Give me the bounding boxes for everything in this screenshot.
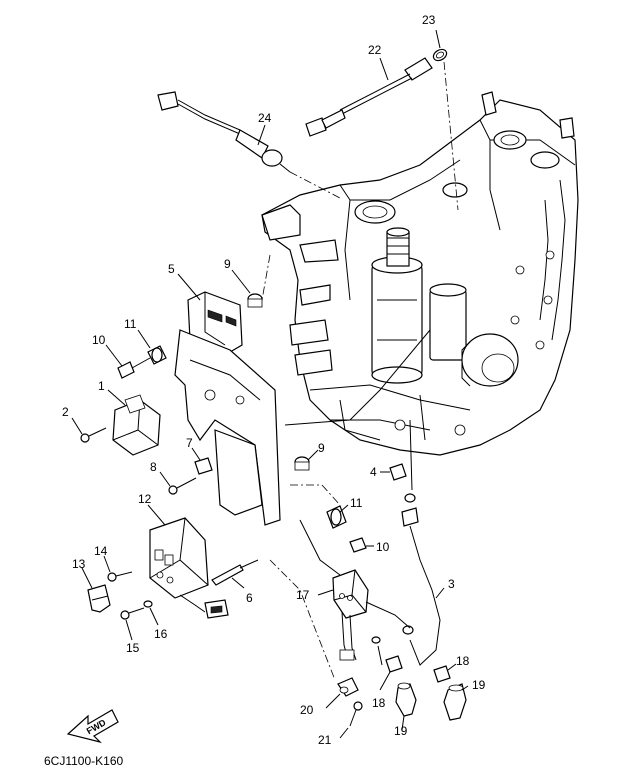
callout-11-lower: 11 <box>350 496 363 510</box>
callout-9-upper: 9 <box>224 257 231 271</box>
callout-24: 24 <box>258 111 272 125</box>
engine-block <box>261 91 579 456</box>
part-15-bolt <box>120 607 145 641</box>
callout-16: 16 <box>154 627 168 641</box>
diagram-code: 6CJ1100-K160 <box>44 754 123 768</box>
leader-22-23 <box>443 61 459 211</box>
part-9-collar-lower <box>294 449 319 471</box>
callout-4: 4 <box>370 465 377 479</box>
part-2-screw <box>71 417 107 443</box>
callout-19-right: 19 <box>472 678 486 692</box>
part-20-clamp <box>325 677 359 709</box>
callout-23: 23 <box>422 13 436 27</box>
callout-18-left: 18 <box>372 696 386 710</box>
callout-20: 20 <box>300 703 314 717</box>
callout-1: 1 <box>98 379 105 393</box>
leader-bracket-lower <box>290 484 341 506</box>
fwd-arrow-icon: FWD <box>66 709 119 744</box>
part-21-screw <box>339 701 363 739</box>
callouts: 1 2 3 4 5 6 7 8 9 9 10 10 11 11 12 13 14… <box>62 13 486 747</box>
part-3-ground-lead <box>401 493 445 666</box>
part-9-collar-upper <box>231 269 263 308</box>
part-23-o-ring <box>432 29 448 62</box>
callout-17: 17 <box>296 588 310 602</box>
callout-11-upper: 11 <box>124 317 137 331</box>
part-1-relay <box>107 389 161 456</box>
leader-rectifier <box>269 559 336 681</box>
part-18-bolt-b <box>379 655 403 691</box>
part-12-cdi-unit <box>147 504 229 619</box>
part-10-bolt-upper <box>105 344 151 379</box>
leader-ground <box>409 419 413 491</box>
leader-rectifier-line <box>299 519 341 576</box>
leader-sensor-line <box>284 329 431 426</box>
callout-14: 14 <box>94 544 108 558</box>
callout-2: 2 <box>62 405 69 419</box>
part-8-screw <box>159 471 197 495</box>
part-14-screw <box>103 555 133 582</box>
part-13-cap <box>81 567 111 613</box>
bracket-assembly <box>174 329 281 526</box>
part-11-grommet-upper <box>137 329 167 365</box>
part-24-sensor-lead <box>157 91 341 199</box>
part-4-bolt <box>380 463 407 481</box>
callout-10-upper: 10 <box>92 333 106 347</box>
callout-15: 15 <box>126 641 140 655</box>
part-17-washer-bolt <box>371 636 383 666</box>
part-19-cap-a <box>395 682 417 731</box>
callout-6: 6 <box>246 591 253 605</box>
callout-19-left: 19 <box>394 724 408 738</box>
callout-9-lower: 9 <box>318 441 325 455</box>
part-22-thermo-sensor <box>305 57 433 137</box>
callout-21: 21 <box>318 733 332 747</box>
callout-18-right: 18 <box>456 654 470 668</box>
callout-8: 8 <box>150 460 157 474</box>
callout-3: 3 <box>448 577 455 591</box>
leader-upper-bracket <box>261 254 271 301</box>
part-17-rectifier <box>317 569 411 661</box>
part-16-washer <box>143 600 159 626</box>
part-19-cap-b <box>443 683 469 721</box>
part-10-bolt-lower <box>349 537 374 553</box>
part-6-cable-tie <box>211 559 259 589</box>
callout-5: 5 <box>168 262 175 276</box>
part-11-grommet-lower <box>326 504 349 529</box>
part-7-clip <box>191 447 213 475</box>
callout-7: 7 <box>186 436 193 450</box>
part-18-bolt-a <box>433 663 457 683</box>
callout-13: 13 <box>72 557 86 571</box>
callout-10-lower: 10 <box>376 540 390 554</box>
callout-22: 22 <box>368 43 382 57</box>
callout-12: 12 <box>138 492 152 506</box>
